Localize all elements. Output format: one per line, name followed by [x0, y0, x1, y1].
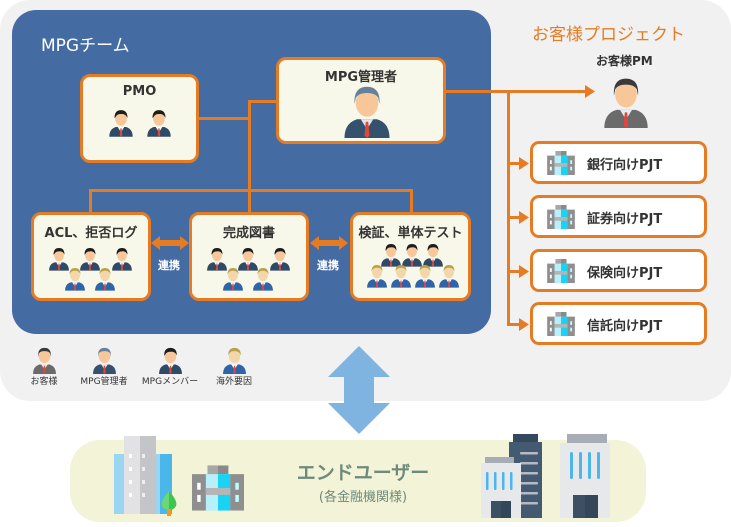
- legend-label: MPGメンバー: [141, 377, 199, 387]
- connector-pjt-2: [507, 216, 522, 219]
- overseas-person-icon: [94, 266, 116, 291]
- project-trust: 信託向けPJT: [530, 302, 707, 345]
- legend-label: お客様: [30, 377, 58, 387]
- overseas-person-icon: [414, 263, 436, 288]
- overseas-person-icon: [221, 346, 248, 374]
- office-building-icon: [481, 434, 542, 518]
- overseas-person-icon: [390, 263, 412, 288]
- building-icon: [547, 259, 575, 283]
- end-user-subtitle: (各金融機関様): [318, 490, 408, 505]
- connector-group-3: [410, 189, 413, 214]
- legend-label: MPG管理者: [80, 377, 128, 387]
- bidirectional-arrow-icon: [328, 346, 390, 434]
- overseas-person-icon: [222, 266, 244, 291]
- customer-pm-label: お客様PM: [596, 54, 653, 68]
- connector-pmo: [198, 117, 250, 120]
- legend-item: 海外要因: [212, 346, 256, 387]
- link-arrow-2: [310, 236, 348, 250]
- group-title: ACL、拒否ログ: [44, 226, 138, 241]
- legend-item: お客様: [24, 346, 64, 387]
- link-arrow-1: [151, 236, 189, 250]
- group-title: 完成図書: [222, 226, 275, 241]
- building-icon: [547, 205, 575, 229]
- group-box-completion-docs: 完成図書: [189, 212, 309, 301]
- group-title: 検証、単体テスト: [358, 226, 463, 241]
- customer-person-icon: [31, 346, 58, 374]
- connector-projects-trunk: [507, 90, 510, 325]
- member-person-icon: [146, 108, 172, 137]
- customer-project-title: お客様プロジェクト: [532, 25, 685, 45]
- project-label: 信託向けPJT: [587, 319, 663, 334]
- overseas-person-icon: [366, 263, 388, 288]
- member-person-icon: [157, 346, 184, 374]
- mpg-team-title: MPGチーム: [41, 36, 130, 56]
- connector-pjt-3: [507, 270, 522, 273]
- manager-person-icon: [340, 83, 394, 138]
- connector-to-customer-pm: [445, 90, 587, 93]
- connector-manager-left: [248, 100, 277, 103]
- building-icon: [547, 312, 575, 336]
- group-box-acl: ACL、拒否ログ: [31, 212, 151, 301]
- pmo-box: PMO: [80, 74, 199, 163]
- end-user-title: エンドユーザー: [296, 462, 430, 484]
- legend-label: 海外要因: [215, 377, 252, 387]
- arrow-head: [585, 85, 595, 98]
- member-person-icon: [108, 108, 134, 137]
- overseas-person-icon: [438, 263, 460, 288]
- arrow-head: [519, 265, 529, 278]
- link-label-1: 連携: [158, 259, 180, 272]
- link-label-2: 連携: [317, 259, 339, 272]
- overseas-person-icon: [252, 266, 274, 291]
- arrow-head: [519, 211, 529, 224]
- pmo-title: PMO: [122, 84, 157, 99]
- manager-person-icon: [91, 346, 118, 374]
- mpg-manager-title: MPG管理者: [324, 70, 398, 85]
- connector-trunk: [248, 100, 251, 214]
- group-box-verification: 検証、単体テスト: [350, 212, 471, 301]
- project-insurance: 保険向けPJT: [530, 249, 707, 292]
- connector-pjt-4: [507, 323, 522, 326]
- project-label: 銀行向けPJT: [587, 158, 663, 173]
- project-label: 保険向けPJT: [587, 266, 663, 281]
- mpg-manager-box: MPG管理者: [276, 57, 446, 144]
- arrow-head: [519, 318, 529, 331]
- overseas-person-icon: [64, 266, 86, 291]
- office-building-icon: [114, 436, 177, 516]
- project-securities: 証券向けPJT: [530, 195, 707, 238]
- project-label: 証券向けPJT: [587, 212, 663, 227]
- customer-person-icon: [600, 75, 652, 128]
- connector-groups: [89, 189, 413, 192]
- connector-pjt-1: [507, 162, 522, 165]
- arrow-head: [519, 157, 529, 170]
- office-building-icon: [192, 460, 244, 516]
- building-icon: [547, 151, 575, 175]
- office-building-icon: [560, 434, 610, 518]
- legend-item: MPGメンバー: [140, 346, 200, 387]
- legend-item: MPG管理者: [76, 346, 132, 387]
- connector-group-1: [89, 189, 92, 214]
- project-bank: 銀行向けPJT: [530, 141, 707, 184]
